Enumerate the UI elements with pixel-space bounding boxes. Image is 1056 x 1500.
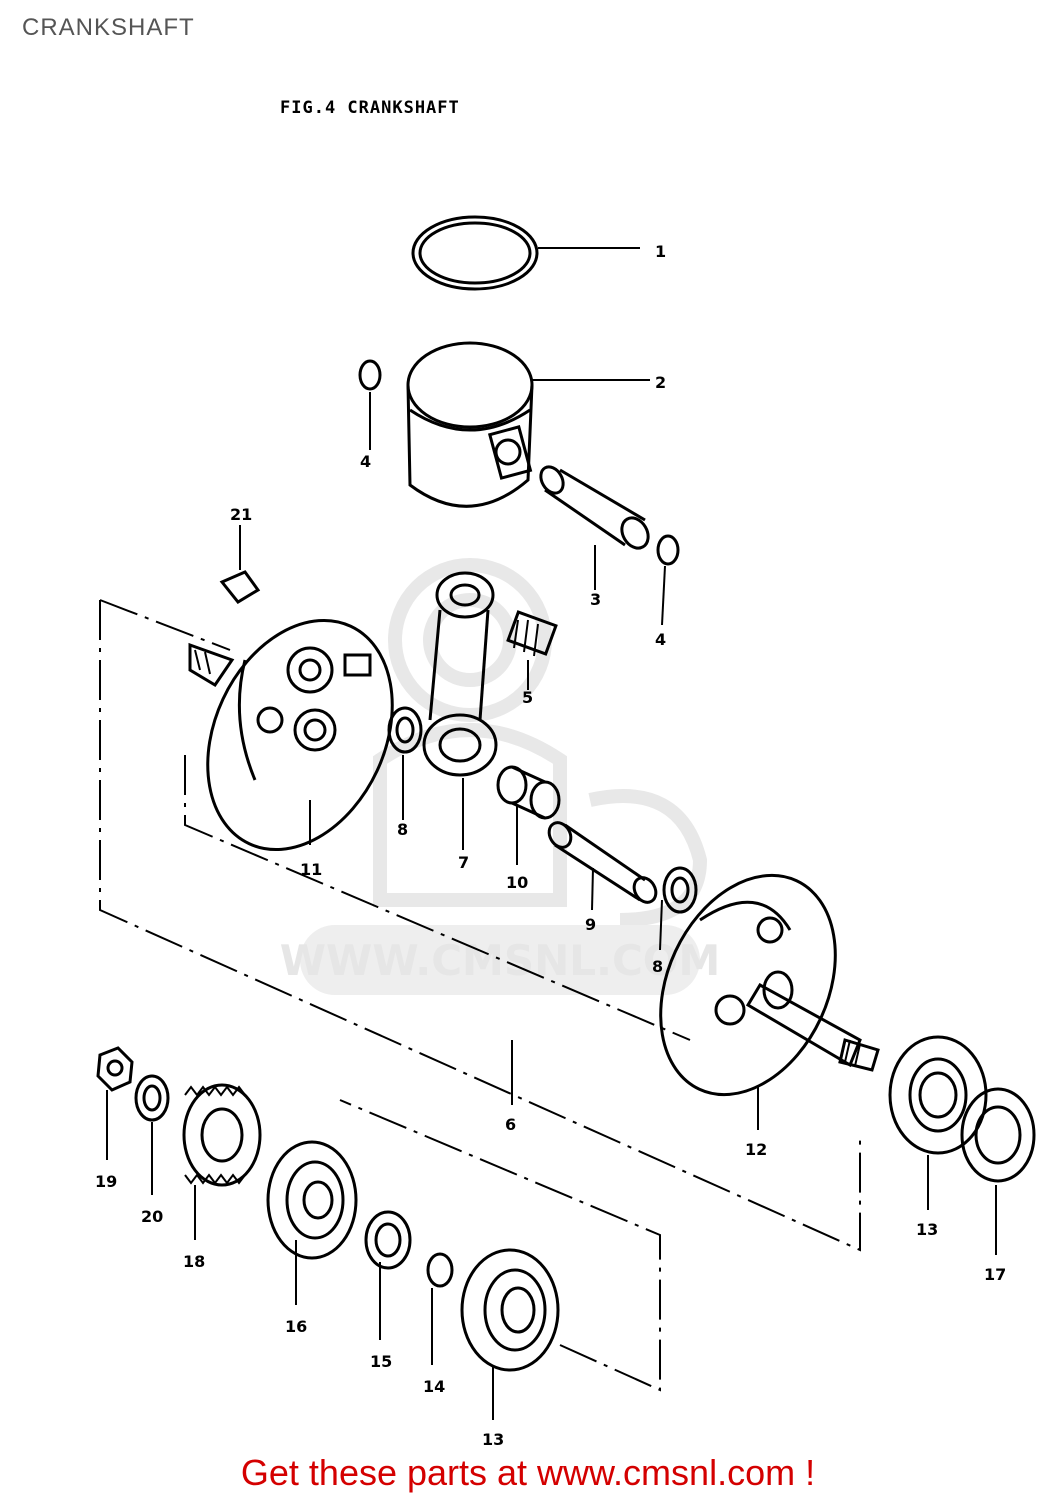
piston-ring-part [411, 215, 539, 291]
oil-seal-part [960, 1087, 1036, 1183]
callout-label: 13 [916, 1220, 938, 1239]
primary-drive-gear-part [182, 1083, 262, 1187]
callout-label: 8 [397, 820, 408, 839]
main-bearing-part [460, 1248, 560, 1372]
callout-label: 19 [95, 1172, 117, 1191]
callout-labels: 1 2 2 3 4 4 5 6 7 8 8 9 10 11 12 13 13 1… [95, 242, 1006, 1449]
callout-label: 4 [360, 452, 371, 471]
crankshaft-assembly-bracket [99, 599, 861, 1392]
lock-washer-part [134, 1074, 170, 1122]
callout-label: 4 [655, 630, 666, 649]
small-end-bearing-part [506, 610, 558, 657]
thrust-washer-part [662, 866, 698, 914]
callout-label: 11 [300, 860, 322, 879]
callout-label: 1 [655, 242, 666, 261]
callout-label: 18 [183, 1252, 205, 1271]
callout-label: 12 [745, 1140, 767, 1159]
callout-label: 14 [423, 1377, 445, 1396]
big-end-bearing-part [496, 765, 561, 820]
callout-label: 15 [370, 1352, 392, 1371]
callout-label: 10 [506, 873, 528, 892]
watermark-logo: WWW.CMSNL.COM [280, 558, 721, 995]
crank-bearing-part [266, 1140, 358, 1260]
circlip-part [656, 534, 680, 566]
callout-label: 16 [285, 1317, 307, 1336]
callout-label: 2 [655, 373, 666, 392]
callout-label: 13 [482, 1430, 504, 1449]
crank-pin-part [547, 821, 658, 904]
callout-label: 3 [590, 590, 601, 609]
piston-pin-part [539, 465, 650, 550]
buy-parts-link[interactable]: Get these parts at www.cmsnl.com ! [240, 1452, 816, 1493]
woodruff-key-part [219, 570, 261, 604]
main-bearing-part [888, 1035, 988, 1155]
piston-part [406, 341, 534, 508]
left-crank-web-part [188, 618, 394, 852]
watermark-text: WWW.CMSNL.COM [280, 936, 721, 985]
nut-part [96, 1046, 134, 1092]
page-header-title: CRANKSHAFT [22, 14, 195, 41]
callout-label: 8 [652, 957, 663, 976]
callout-label: 21 [230, 505, 252, 524]
spacer-part [364, 1210, 412, 1270]
callout-label: 9 [585, 915, 596, 934]
callout-label: 5 [522, 688, 533, 707]
shim-part [426, 1252, 454, 1288]
connecting-rod-part [422, 571, 498, 777]
callout-label: 17 [984, 1265, 1006, 1284]
callout-label: 20 [141, 1207, 163, 1226]
circlip-part [358, 359, 382, 391]
figure-title: FIG.4 CRANKSHAFT [280, 98, 460, 118]
right-crank-web-part [659, 873, 880, 1097]
callout-label: 6 [505, 1115, 516, 1134]
callout-label: 7 [458, 853, 469, 872]
